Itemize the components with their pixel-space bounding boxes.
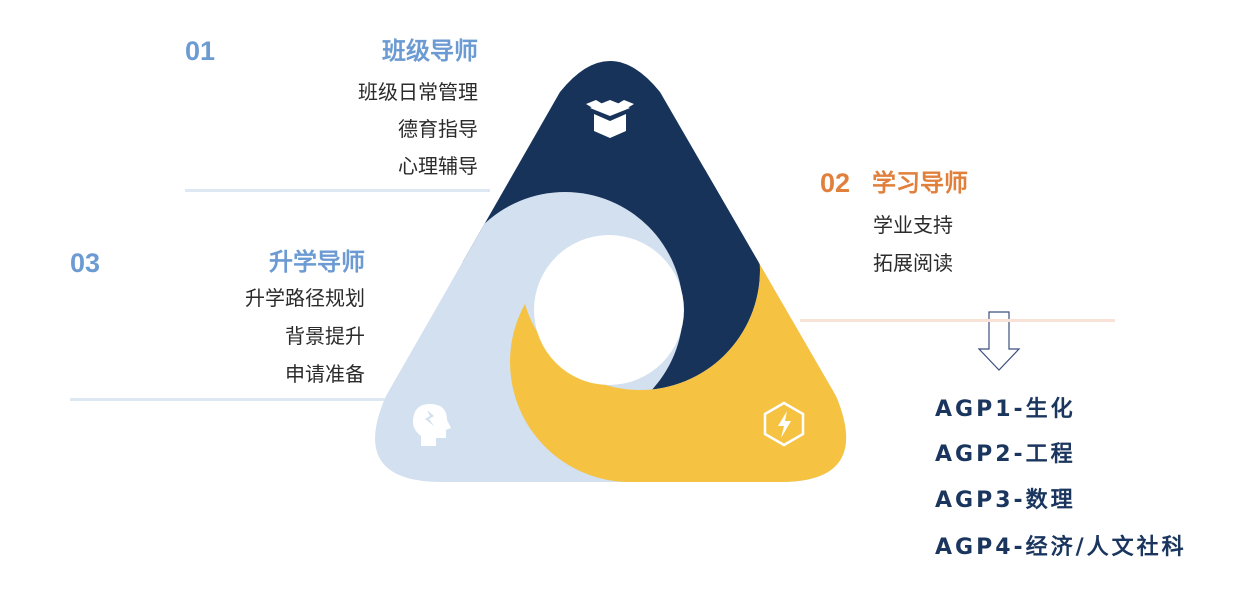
section-02-number: 02 [820,168,851,198]
agp-item: AGP1-生化 [935,397,1076,422]
box-icon [586,100,634,138]
head-lightning-icon [413,404,451,446]
section-01-item: 心理辅导 [398,154,478,178]
divider-02 [800,319,1115,322]
section-01-title: 班级导师 [382,37,478,65]
center-circle [534,235,684,385]
section-02-item: 学业支持 [873,213,953,237]
section-02-title: 学习导师 [872,169,968,197]
agp-item: AGP3-数理 [935,488,1076,513]
down-arrow-icon [977,311,1021,371]
agp-item: AGP2-工程 [935,442,1076,467]
section-02-item: 拓展阅读 [873,251,953,275]
agp-item: AGP4-经济/人文社科 [935,535,1187,560]
section-03-item: 申请准备 [285,362,365,386]
section-01-item: 德育指导 [398,117,478,141]
divider-01 [185,189,490,192]
section-03-number: 03 [70,248,101,278]
section-03-title: 升学导师 [269,248,365,276]
section-01-number: 01 [185,36,216,66]
section-01-item: 班级日常管理 [358,80,478,104]
lightning-hexagon-icon [763,401,805,447]
section-03-item: 升学路径规划 [245,286,365,310]
divider-03 [70,398,385,401]
section-03-item: 背景提升 [285,324,365,348]
